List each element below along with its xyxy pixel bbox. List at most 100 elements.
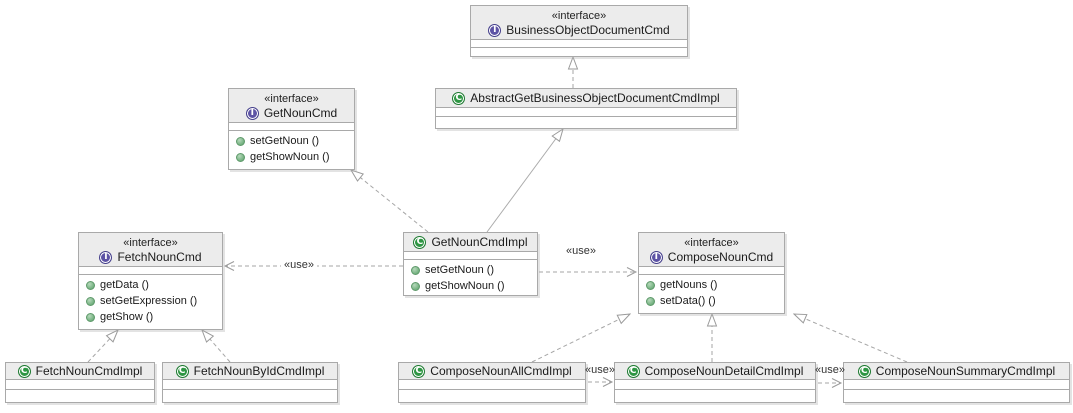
class-header: «interface» I ComposeNounCmd [639,233,784,266]
methods-compartment: getNouns () setData() () [639,274,784,313]
class-name: ComposeNounSummaryCmdImpl [875,363,1056,378]
class-icon: C [413,235,427,249]
method-label: setGetNoun () [425,264,495,276]
realization-arrow-composenounallcmdimpl-to-composenouncmd [531,314,630,363]
class-header: C FetchNounByIdCmdImpl [163,363,337,379]
class-box-fetchnounbyidcmdimpl[interactable]: C FetchNounByIdCmdImpl [162,362,338,403]
method-item: setGetNoun () [404,262,537,278]
methods-compartment [399,389,585,402]
methods-compartment: getData () setGetExpression () getShow (… [79,274,222,329]
stereotype-label: «interface» [684,236,739,249]
class-name: ComposeNounAllCmdImpl [430,363,572,378]
method-item: getNouns () [639,277,784,293]
method-label: getShowNoun () [425,280,505,292]
class-icon: C [857,364,871,378]
attributes-compartment [163,379,337,389]
method-icon [411,265,420,275]
attributes-compartment [436,107,736,116]
method-item: getShowNoun () [229,149,354,165]
class-name: FetchNounCmd [117,249,202,264]
methods-compartment [436,116,736,128]
method-icon [411,281,420,291]
method-icon [86,312,95,322]
methods-compartment: setGetNoun () getShowNoun () [229,130,354,169]
methods-compartment: setGetNoun () getShowNoun () [404,259,537,295]
class-header: C ComposeNounDetailCmdImpl [615,363,815,379]
realization-arrow-fetchnounbyidcmdimpl-to-fetchnouncmd [202,330,231,363]
class-header: C AbstractGetBusinessObjectDocumentCmdIm… [436,89,736,107]
use-label-getnouncmdimpl-composenouncmd: «use» [563,245,599,258]
attributes-compartment [844,379,1069,389]
method-icon [646,296,655,306]
class-box-fetchnouncmdimpl[interactable]: C FetchNounCmdImpl [5,362,155,403]
attributes-compartment [615,379,815,389]
method-item: setData() () [639,293,784,309]
class-icon: C [452,91,466,105]
interface-icon: I [649,250,663,264]
stereotype-label: «interface» [551,9,607,22]
class-box-composenounsummarycmdimpl[interactable]: C ComposeNounSummaryCmdImpl [843,362,1070,403]
class-box-composenounallcmdimpl[interactable]: C ComposeNounAllCmdImpl [398,362,586,403]
attributes-compartment [399,379,585,389]
realization-arrow-getnouncmdimpl-to-getnouncmd [351,170,429,233]
attributes-compartment [471,39,687,47]
interface-icon: I [245,106,259,120]
attributes-compartment [639,266,784,274]
methods-compartment [844,389,1069,402]
method-item: getShowNoun () [404,278,537,294]
method-label: getNouns () [660,279,718,291]
class-header: C GetNounCmdImpl [404,233,537,251]
class-header: C ComposeNounAllCmdImpl [399,363,585,379]
class-name: BusinessObjectDocumentCmd [506,22,670,37]
class-box-getnouncmd[interactable]: «interface» I GetNounCmd setGetNoun () g… [228,88,355,170]
method-label: setGetExpression () [100,295,198,307]
method-label: getData () [100,279,149,291]
method-icon [646,280,655,290]
class-box-fetchnouncmd[interactable]: «interface» I FetchNounCmd getData () se… [78,232,223,330]
methods-compartment [615,389,815,402]
methods-compartment [6,389,154,402]
method-label: getShow () [100,311,154,323]
method-icon [236,152,245,162]
class-header: C ComposeNounSummaryCmdImpl [844,363,1069,379]
attributes-compartment [79,266,222,274]
class-icon: C [17,364,31,378]
method-icon [236,136,245,146]
method-label: getShowNoun () [250,151,330,163]
class-header: «interface» I BusinessObjectDocumentCmd [471,6,687,39]
realization-arrow-composenounsummarycmdimpl-to-composenouncmd [794,314,908,363]
class-name: GetNounCmd [263,105,338,120]
use-label-composenounall-detail: «use» [585,364,615,376]
class-box-abstractgetbusinessobjectdocumentcmdimpl[interactable]: C AbstractGetBusinessObjectDocumentCmdIm… [435,88,737,129]
methods-compartment [163,389,337,402]
interface-icon: I [99,250,113,264]
method-icon [86,296,95,306]
method-item: getData () [79,277,222,293]
generalization-arrow-getnouncmdimpl-to-abstract [486,129,563,233]
method-item: setGetNoun () [229,133,354,149]
class-name: FetchNounByIdCmdImpl [193,363,325,378]
class-header: «interface» I GetNounCmd [229,89,354,122]
interface-icon: I [488,23,502,37]
class-box-composenoundetailcmdimpl[interactable]: C ComposeNounDetailCmdImpl [614,362,816,403]
class-icon: C [626,364,640,378]
class-box-getnouncmdimpl[interactable]: C GetNounCmdImpl setGetNoun () getShowNo… [403,232,538,296]
method-item: setGetExpression () [79,293,222,309]
method-label: setGetNoun () [250,135,320,147]
class-name: GetNounCmdImpl [431,234,528,249]
class-box-composenouncmd[interactable]: «interface» I ComposeNounCmd getNouns ()… [638,232,785,314]
method-label: setData() () [660,295,716,307]
attributes-compartment [404,251,537,259]
class-box-businessobjectdocumentcmd[interactable]: «interface» I BusinessObjectDocumentCmd [470,5,688,57]
use-label-composenoundetail-summary: «use» [815,364,845,376]
class-name: ComposeNounDetailCmdImpl [644,363,804,378]
stereotype-label: «interface» [264,92,319,105]
methods-compartment [471,47,687,56]
class-name: ComposeNounCmd [667,249,774,264]
attributes-compartment [229,122,354,130]
class-name: FetchNounCmdImpl [35,363,143,378]
use-label-getnouncmdimpl-fetchnouncmd: «use» [281,259,317,272]
realization-arrow-fetchnouncmdimpl-to-fetchnouncmd [87,330,118,363]
